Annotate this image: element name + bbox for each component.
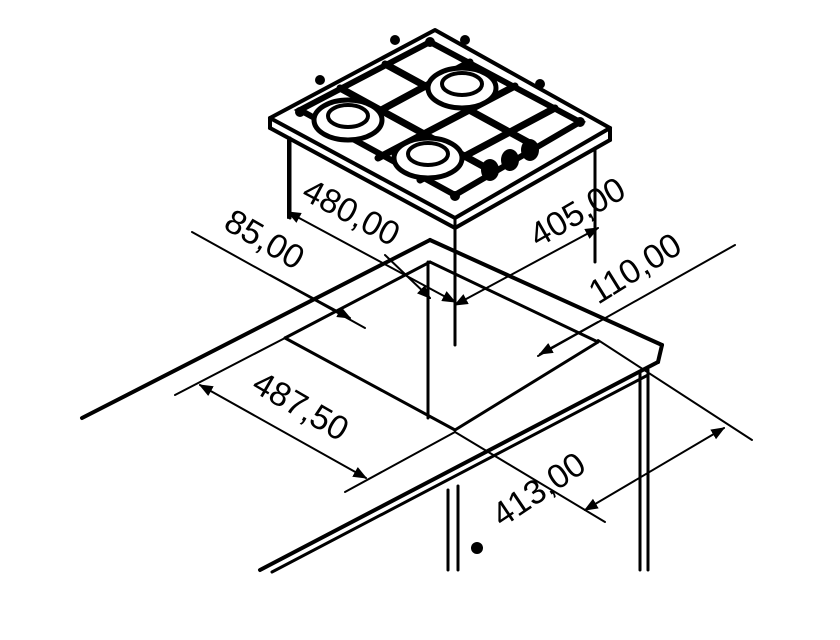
burner-icon [391, 135, 465, 181]
cabinet-handle-icon [471, 542, 483, 554]
grid-feet [295, 35, 585, 201]
control-knob-icon [481, 139, 539, 181]
burner-icon [425, 65, 499, 111]
dim-cutout-depth: 413,00 [485, 445, 592, 535]
dim-side-offset: 110,00 [582, 226, 688, 312]
dim-cutout-depth-offset: 85,00 [218, 202, 311, 277]
dim-cutout-width: 487,50 [246, 364, 355, 449]
dimension-lines [174, 139, 753, 523]
countertop [80, 238, 664, 574]
burner-icon [311, 97, 385, 143]
dim-hob-depth: 405,00 [523, 170, 632, 255]
